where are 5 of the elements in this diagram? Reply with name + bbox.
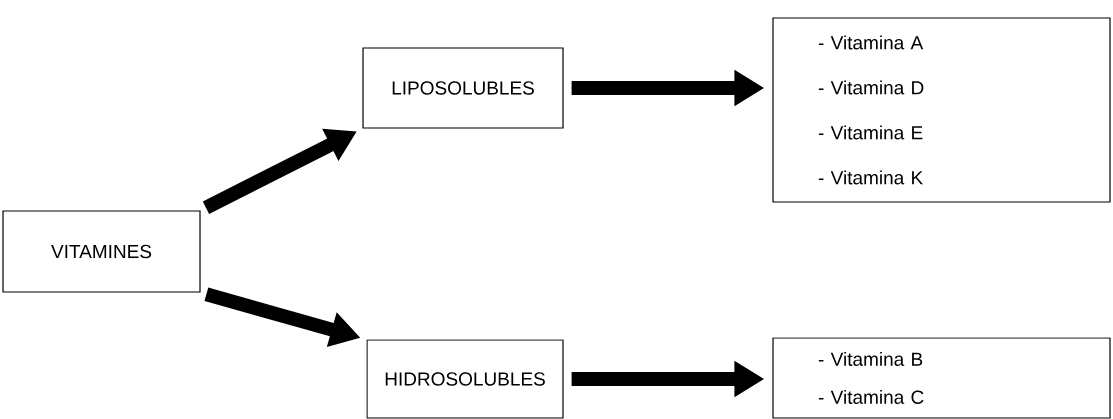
- text-box: LIPOSOLUBLES: [362, 47, 564, 129]
- text-box: HIDROSOLUBLES: [366, 339, 564, 419]
- list-box: - Vitamina B - Vitamina C: [772, 337, 1111, 419]
- list-box: - Vitamina A - Vitamina D - Vitamina E - Vitamina K: [772, 17, 1111, 203]
- text-box: VITAMINES: [2, 210, 201, 293]
